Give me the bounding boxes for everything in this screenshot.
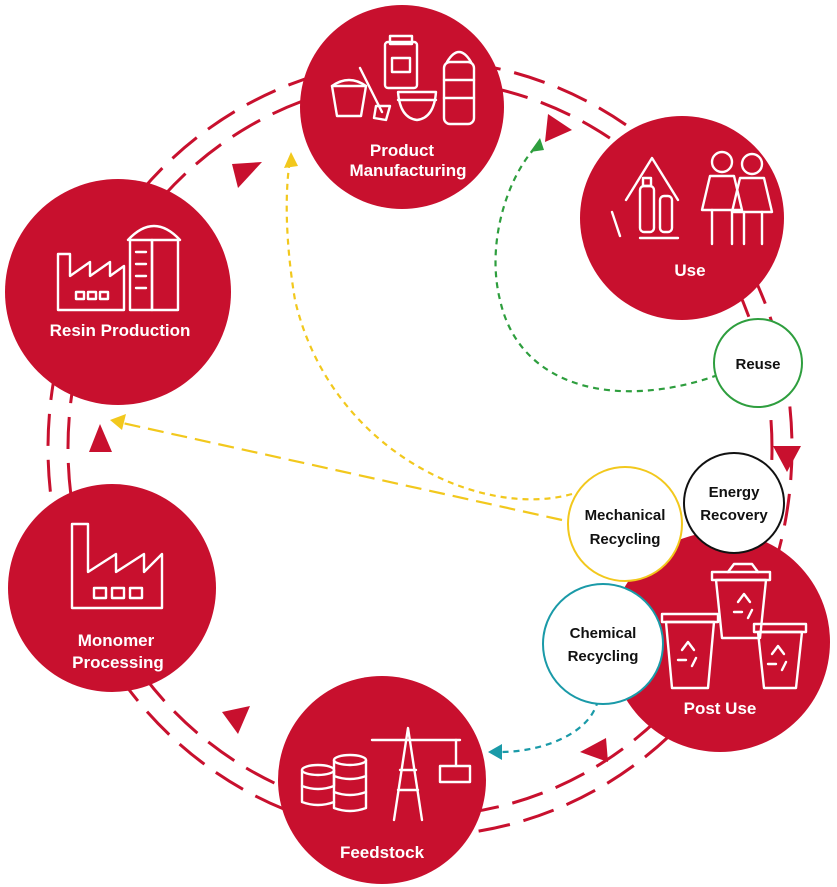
arrow-product-to-use bbox=[545, 114, 572, 142]
people-bottles-icon bbox=[610, 150, 774, 246]
chemical-arrow bbox=[499, 699, 600, 754]
factory-silo-icon bbox=[56, 224, 182, 312]
factory-icon bbox=[70, 522, 164, 610]
svg-text:Mechanical: Mechanical bbox=[585, 507, 666, 524]
option-chemical-line2: Recycling bbox=[568, 648, 639, 665]
option-reuse: Reuse bbox=[713, 318, 803, 408]
svg-text:Recycling: Recycling bbox=[590, 531, 661, 548]
flow-arrows bbox=[110, 138, 719, 760]
stage-resin-production: Resin Production bbox=[5, 179, 231, 405]
option-mechanical-line2: Recycling bbox=[590, 531, 661, 548]
option-energy-line1: Energy bbox=[709, 484, 761, 501]
option-mechanical-line1: Mechanical bbox=[585, 507, 666, 524]
stage-resin-label: Resin Production bbox=[50, 321, 191, 340]
stage-product-line1: Product bbox=[370, 141, 435, 160]
cycle-arrows bbox=[89, 114, 801, 762]
svg-text:Processing: Processing bbox=[72, 653, 164, 672]
svg-text:Recovery: Recovery bbox=[700, 507, 768, 524]
svg-text:Manufacturing: Manufacturing bbox=[349, 161, 466, 180]
option-energy-recovery: Energy Recovery bbox=[683, 452, 785, 554]
stage-monomer-line2: Processing bbox=[72, 653, 164, 672]
stage-postuse-label: Post Use bbox=[684, 699, 757, 718]
svg-text:Chemical: Chemical bbox=[570, 625, 637, 642]
stage-monomer-line1: Monomer bbox=[78, 631, 155, 650]
option-reuse-label: Reuse bbox=[735, 356, 780, 373]
svg-text:Product: Product bbox=[370, 141, 435, 160]
containers-icon bbox=[330, 34, 476, 126]
mechanical-to-resin-arrow bbox=[117, 420, 563, 522]
stage-feedstock-label: Feedstock bbox=[340, 843, 425, 862]
option-energy-line2: Recovery bbox=[700, 507, 768, 524]
arrow-monomer-to-resin bbox=[89, 424, 112, 452]
mech-resin-arrowhead bbox=[110, 414, 126, 430]
option-chemical-recycling: Chemical Recycling bbox=[542, 583, 664, 705]
mechanical-to-product-arrow bbox=[285, 159, 573, 501]
svg-text:Energy: Energy bbox=[709, 484, 761, 501]
option-chemical-line1: Chemical bbox=[570, 625, 637, 642]
svg-text:Monomer: Monomer bbox=[78, 631, 155, 650]
arrow-feedstock-to-monomer bbox=[222, 706, 250, 734]
svg-text:Recycling: Recycling bbox=[568, 648, 639, 665]
reuse-arrow bbox=[494, 142, 719, 393]
arrow-postuse-to-feedstock bbox=[580, 738, 608, 762]
arrow-resin-to-product bbox=[232, 162, 262, 188]
stage-use-label: Use bbox=[674, 261, 705, 280]
chemical-arrowhead bbox=[488, 744, 502, 760]
arrow-use-to-postuse bbox=[773, 446, 801, 472]
stage-monomer-processing: Monomer Processing bbox=[8, 484, 216, 692]
stage-post-use: Post Use bbox=[610, 532, 830, 752]
reuse-arrowhead bbox=[530, 138, 544, 152]
drums-crane-icon bbox=[300, 726, 472, 822]
stage-feedstock: Feedstock bbox=[278, 676, 486, 884]
stage-product-manufacturing: Product Manufacturing bbox=[300, 5, 504, 209]
mech-product-arrowhead bbox=[284, 152, 298, 168]
recycling-bins-icon bbox=[660, 562, 808, 690]
stage-use: Use bbox=[580, 116, 784, 320]
stage-product-line2: Manufacturing bbox=[349, 161, 466, 180]
option-mechanical-recycling: Mechanical Recycling bbox=[567, 466, 683, 582]
